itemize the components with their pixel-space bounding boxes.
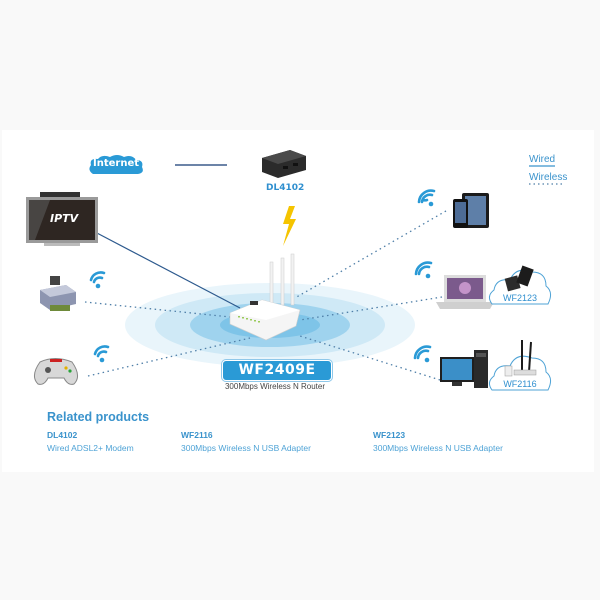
printer-icon: [40, 276, 76, 311]
wifi-icon-laptop: [414, 261, 433, 279]
lightning-icon: [283, 206, 296, 246]
gamepad-icon: [34, 358, 78, 385]
legend-wired: Wired: [529, 154, 556, 165]
related-item-name: DL4102: [47, 430, 78, 440]
wireless-line-printer: [84, 301, 241, 319]
internet-cloud: Internet: [87, 154, 145, 176]
related-item-wf2123: WF2123 300Mbps Wireless N USB Adapter: [373, 430, 503, 453]
related-item-desc: Wired ADSL2+ Modem: [47, 443, 134, 453]
internet-label: Internet: [92, 158, 139, 169]
legend-wireless: Wireless: [529, 172, 568, 183]
related-item-name: WF2116: [181, 430, 213, 440]
iptv-label: IPTV: [50, 212, 79, 225]
wireless-line-tablet: [294, 210, 447, 299]
related-item-desc: 300Mbps Wireless N USB Adapter: [373, 443, 503, 453]
wifi-icon-gamepad: [93, 345, 110, 363]
wifi-icon-desktop: [413, 345, 432, 363]
router-description: 300Mbps Wireless N Router: [224, 382, 326, 391]
wifi-icon-printer: [89, 271, 106, 289]
modem-device-icon: [262, 150, 306, 178]
adapter-label-wf2116: WF2116: [503, 379, 537, 389]
router-model-badge: WF2409E: [222, 360, 332, 381]
router-device-icon: [229, 253, 301, 341]
tv-iptv-icon: [26, 192, 98, 246]
adapter-label-wf2123: WF2123: [502, 293, 537, 303]
related-item-wf2116: WF2116 300Mbps Wireless N USB Adapter: [181, 430, 311, 453]
modem-label: DL4102: [266, 183, 305, 193]
related-item-desc: 300Mbps Wireless N USB Adapter: [181, 443, 311, 453]
cloud-wf2123: [488, 265, 552, 305]
related-products-title: Related products: [47, 410, 150, 424]
related-item-dl4102: DL4102 Wired ADSL2+ Modem: [47, 430, 134, 453]
smartphone-tablet-icon: [453, 193, 489, 228]
wired-line-iptv-router: [94, 231, 241, 309]
desktop-pc-icon: [440, 350, 488, 388]
related-item-name: WF2123: [373, 430, 406, 440]
laptop-icon: [436, 275, 494, 309]
cloud-wf2116: [488, 340, 552, 391]
wifi-icon-tablet: [417, 189, 436, 207]
